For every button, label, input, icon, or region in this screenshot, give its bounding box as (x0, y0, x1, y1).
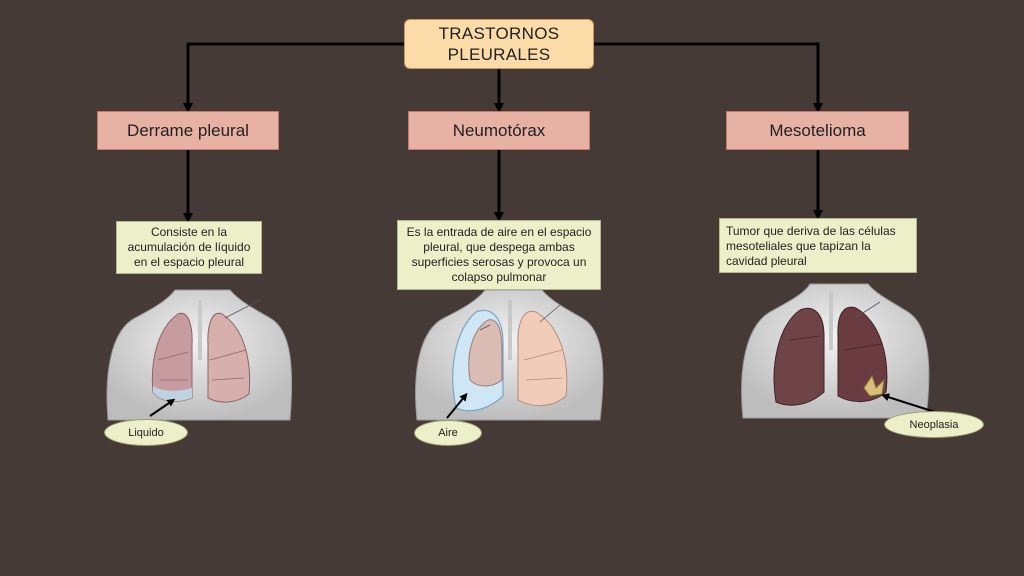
lung-illustration-neumotorax (415, 289, 604, 421)
label-neoplasia: Neoplasia (884, 411, 984, 438)
connector-root-mesotelioma (594, 42, 823, 113)
description-neumotorax: Es la entrada de aire en el espacio pleu… (397, 220, 601, 290)
root-node: TRASTORNOS PLEURALES (404, 19, 594, 69)
description-mesotelioma: Tumor que deriva de las células mesoteli… (719, 218, 917, 273)
description-derrame-pleural: Consiste en la acumulación de líquido en… (116, 221, 262, 274)
lung-illustration-mesotelioma (741, 283, 936, 419)
category-mesotelioma: Mesotelioma (726, 111, 909, 150)
category-neumotorax: Neumotórax (408, 111, 590, 150)
lung-illustration-derrame (106, 289, 293, 421)
category-derrame-pleural: Derrame pleural (97, 111, 279, 150)
connector-root-derrame (183, 42, 404, 113)
label-liquido: Liquido (104, 419, 188, 446)
label-aire: Aire (414, 420, 482, 446)
